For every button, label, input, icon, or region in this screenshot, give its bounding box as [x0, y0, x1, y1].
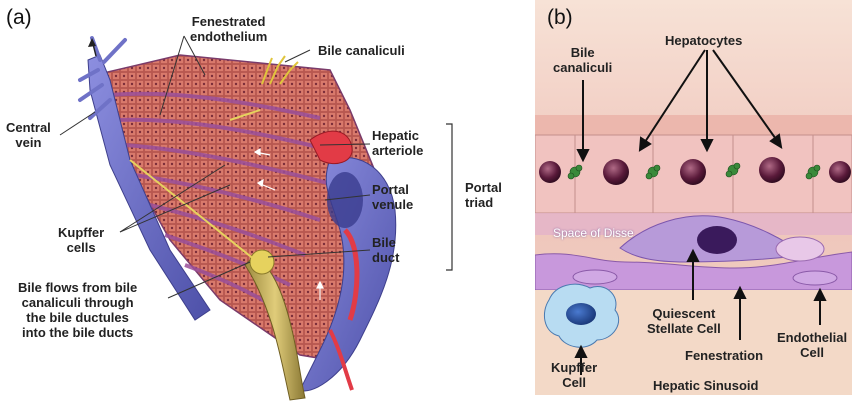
label-fenestrated-endothelium: Fenestrated endothelium: [190, 14, 267, 44]
label-bile-canaliculi-b: Bile canaliculi: [553, 45, 612, 75]
label-bile-flow: Bile flows from bile canaliculi through …: [18, 280, 137, 340]
label-hepatic-sinusoid: Hepatic Sinusoid: [653, 378, 758, 393]
label-quiescent-stellate-cell: Quiescent Stellate Cell: [647, 306, 721, 336]
label-portal-venule: Portal venule: [372, 182, 413, 212]
label-fenestration: Fenestration: [685, 348, 763, 363]
panel-a-liver-lobule: (a) Fenestrated endothelium Bile canalic…: [0, 0, 535, 406]
label-portal-triad: Portal triad: [465, 180, 502, 210]
label-central-vein: Central vein: [6, 120, 51, 150]
label-hepatocytes: Hepatocytes: [665, 33, 742, 48]
label-bile-canaliculi-a: Bile canaliculi: [318, 43, 405, 58]
label-kupffer-cell: Kupffer Cell: [551, 360, 597, 390]
portal-triad-bracket: [446, 124, 452, 270]
label-bile-duct: Bile duct: [372, 235, 399, 265]
panel-b-tag: (b): [547, 6, 573, 30]
liver-lobule-illustration: [0, 0, 535, 406]
label-hepatic-arteriole: Hepatic arteriole: [372, 128, 423, 158]
label-kupffer-cells: Kupffer cells: [58, 225, 104, 255]
panel-a-tag: (a): [6, 6, 32, 30]
label-space-of-disse: Space of Disse: [553, 226, 634, 241]
label-endothelial-cell: Endothelial Cell: [777, 330, 847, 360]
panel-b-hepatic-sinusoid: (b) Bile canaliculi Hepatocytes Space of…: [535, 0, 852, 406]
